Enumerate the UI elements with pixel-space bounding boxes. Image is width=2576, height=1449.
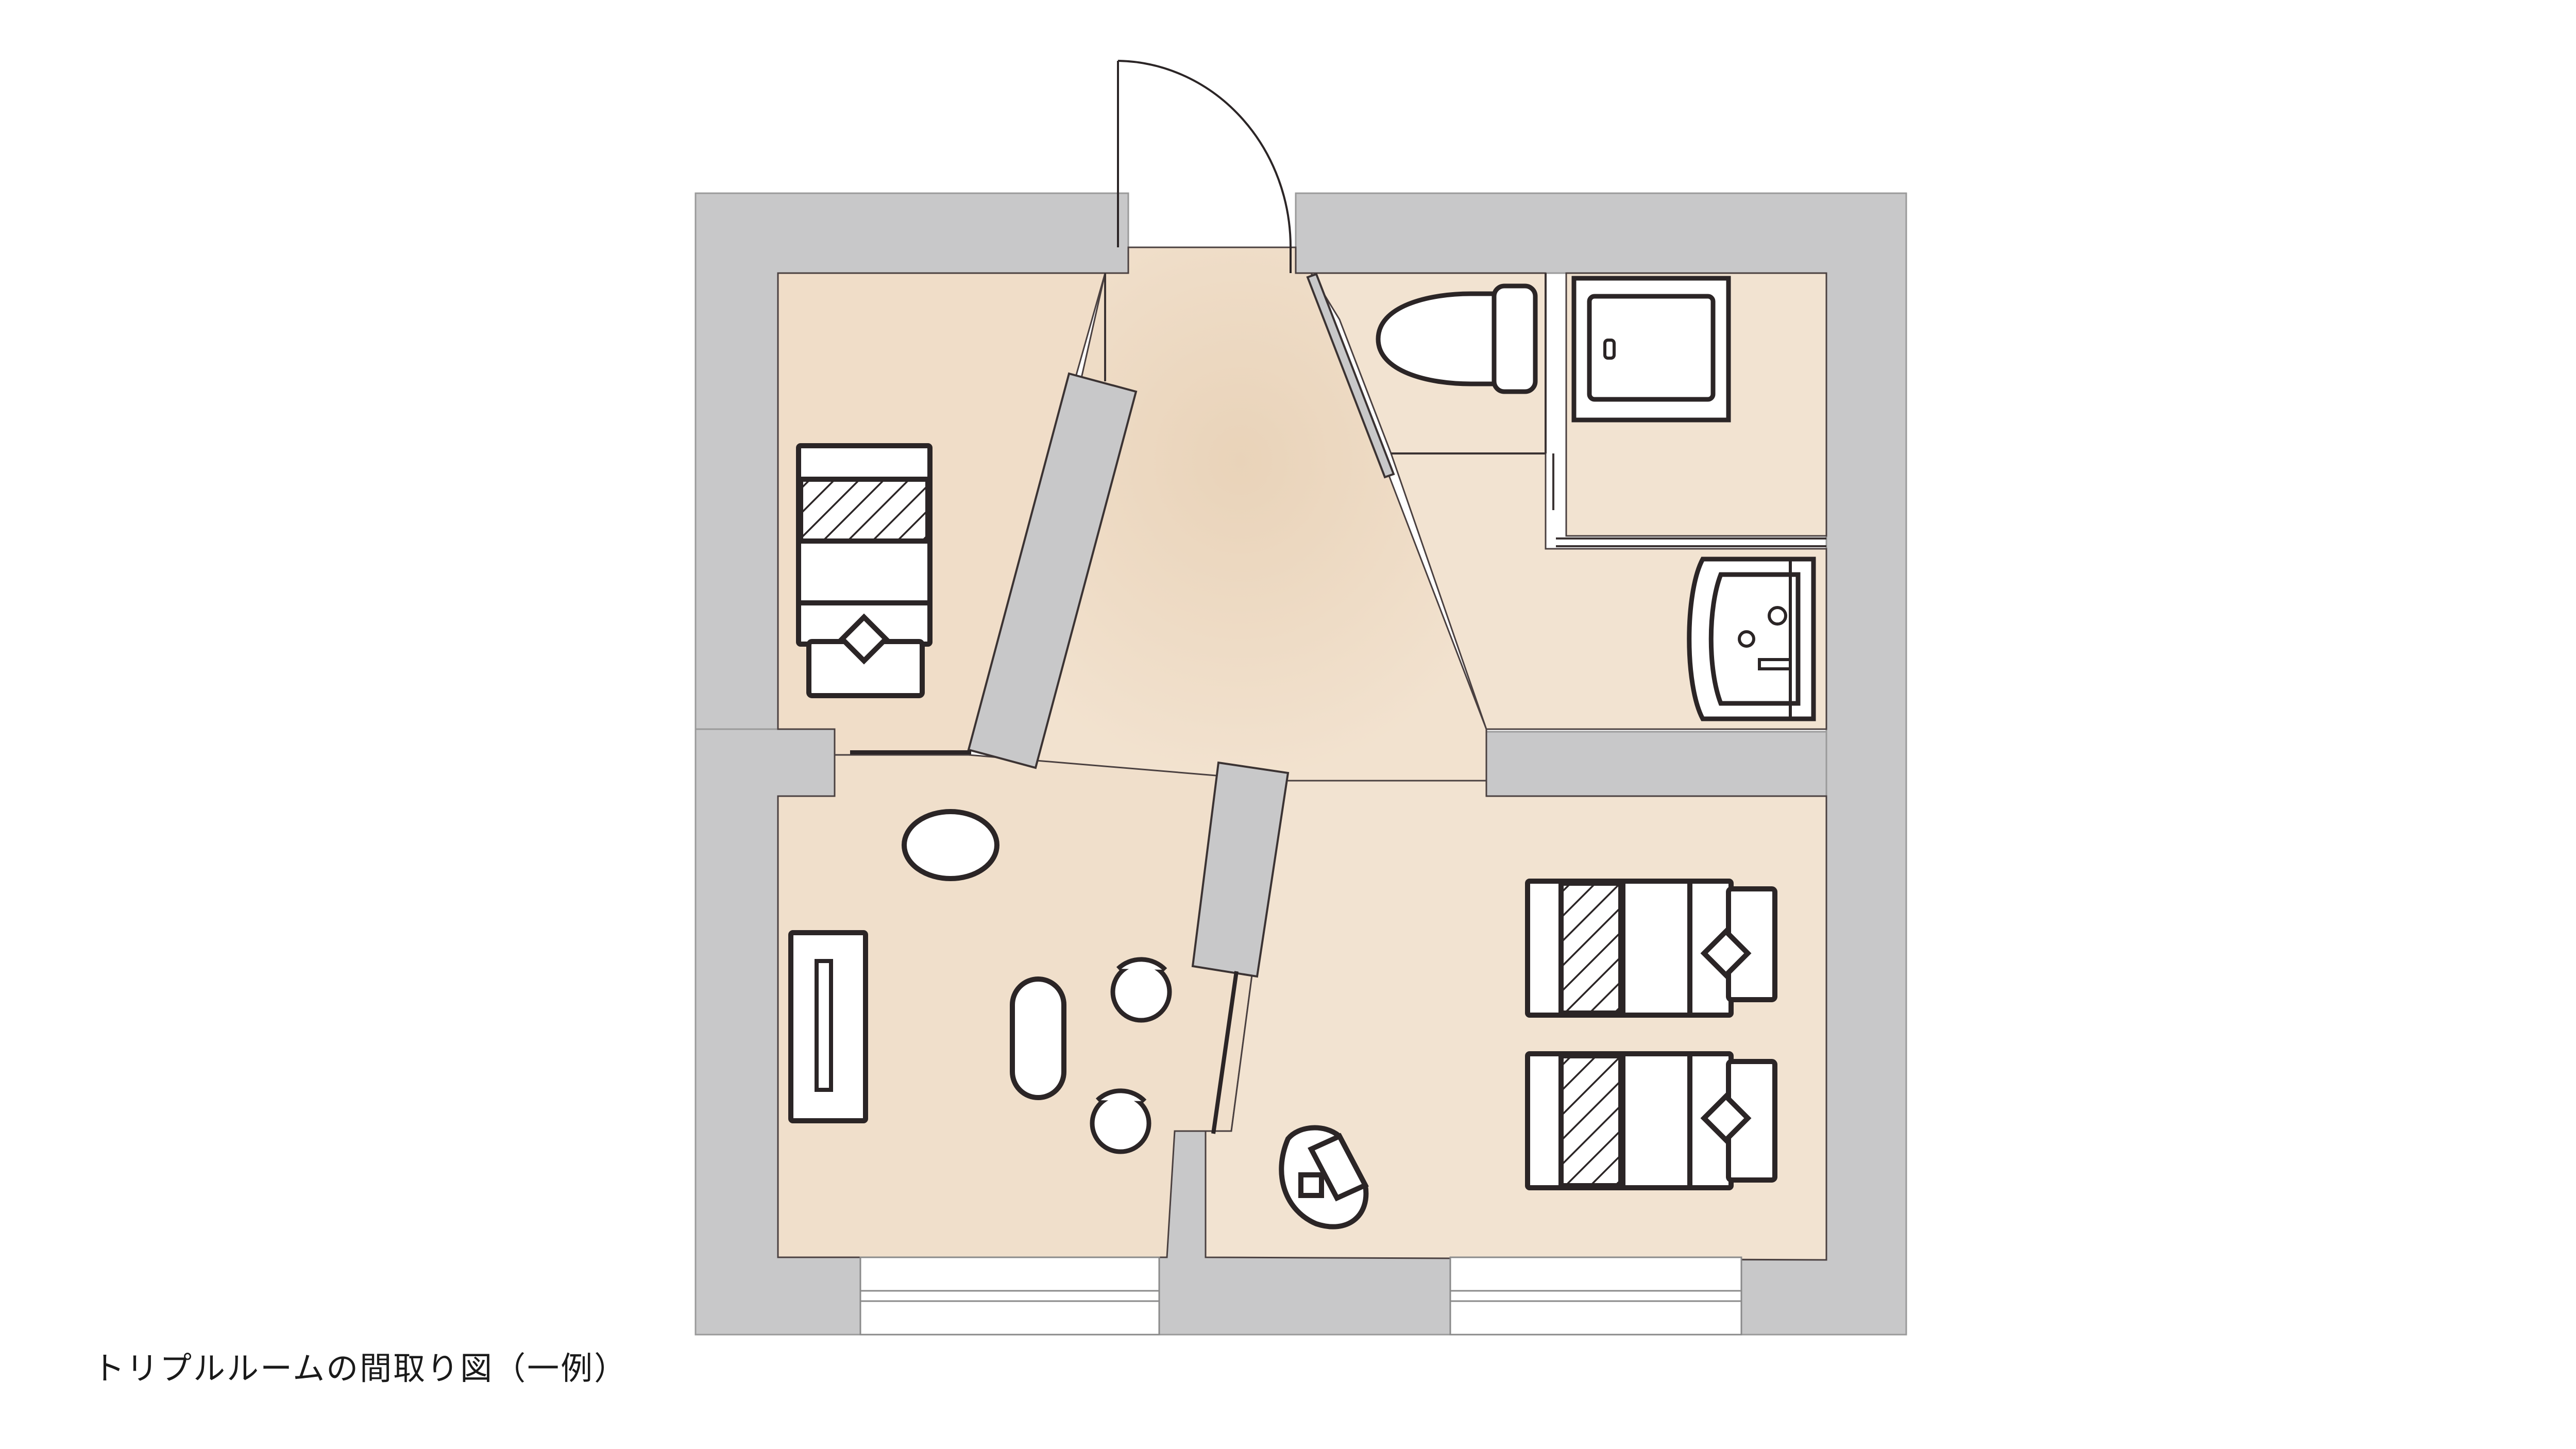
wall-bath-divider: [1485, 731, 1827, 797]
partitions: [1104, 273, 1826, 547]
long-table: [1010, 976, 1066, 1100]
entrance-door[interactable]: [1117, 60, 1292, 273]
window-right: [1449, 1256, 1742, 1336]
stool-lower: [1090, 1088, 1151, 1154]
toilet-door[interactable]: [1306, 273, 1395, 479]
tv-desk: [788, 930, 868, 1123]
nightstand-lamp-icon: [838, 613, 890, 665]
floor-plan-caption: トリプルルームの間取り図（一例）: [93, 1350, 628, 1387]
single-bed: [796, 443, 933, 698]
twin-bed-lower: [1525, 1051, 1777, 1190]
closet-center: [1191, 761, 1290, 978]
washbasin: [1687, 557, 1816, 721]
toilet: [1376, 283, 1538, 394]
twin-bed-upper: [1525, 879, 1777, 1018]
closet-left: [967, 372, 1138, 769]
window-left: [859, 1256, 1160, 1336]
divider-center: [1211, 971, 1239, 1134]
oval-table: [902, 809, 999, 881]
stool-upper: [1110, 957, 1172, 1023]
bathtub: [1571, 276, 1731, 423]
armchair: [1279, 1125, 1369, 1229]
